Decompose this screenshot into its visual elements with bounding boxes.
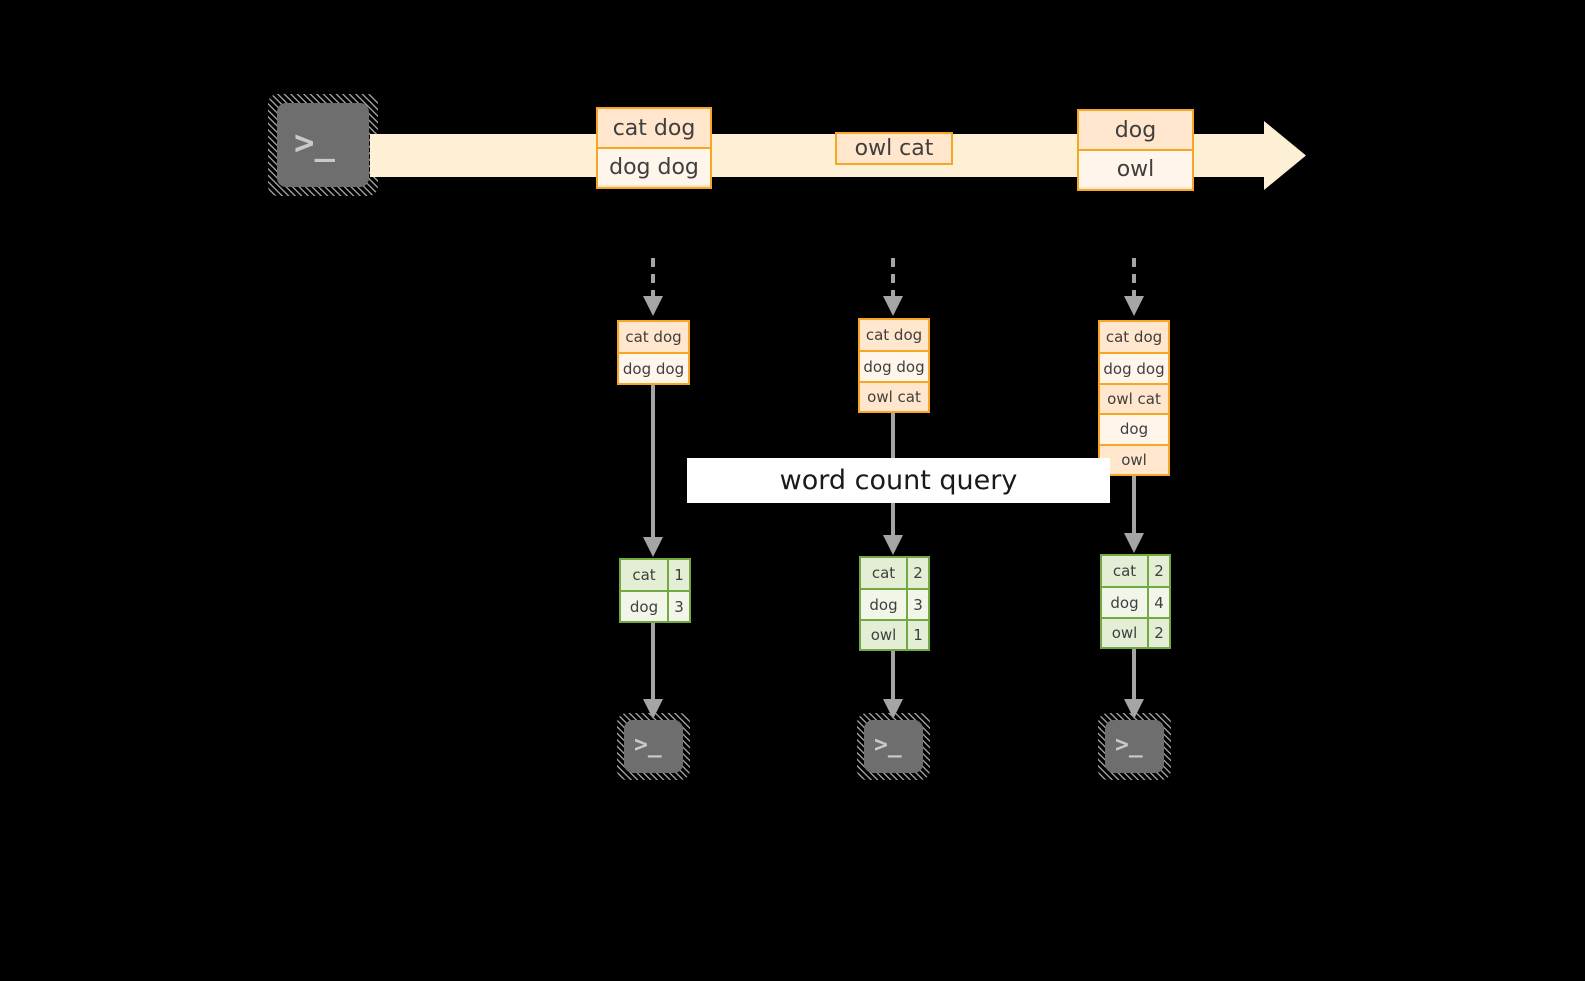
buffer-to-result-connector-1: [651, 385, 655, 537]
stream-to-buffer-connector-3: [1132, 258, 1136, 296]
result-row: dog 4: [1102, 586, 1169, 617]
result-count: 3: [906, 590, 928, 619]
sink-terminal-icon-2[interactable]: >_: [857, 713, 930, 780]
terminal-face: [1105, 720, 1164, 773]
buffer-to-result-arrowhead-3: [1124, 533, 1144, 553]
stream-event-box-1[interactable]: cat dog dog dog: [596, 107, 712, 189]
result-to-sink-connector-2: [891, 651, 895, 699]
buffer-row: owl: [1100, 443, 1168, 474]
buffer-row: cat dog: [625, 328, 682, 347]
result-word: dog: [861, 590, 906, 619]
result-table-1[interactable]: cat 1 dog 3: [619, 558, 691, 623]
stream-event-line: owl: [1079, 149, 1192, 187]
result-word: dog: [621, 592, 667, 621]
buffer-row: cat dog: [865, 326, 923, 345]
buffer-box-3[interactable]: cat dog dog dog owl cat dog owl: [1098, 320, 1170, 476]
result-row: cat 1: [621, 560, 689, 591]
result-table-3[interactable]: cat 2 dog 4 owl 2: [1100, 554, 1171, 649]
buffer-row: cat dog: [1105, 328, 1163, 347]
result-word: owl: [861, 620, 906, 650]
stream-event-line: owl cat: [854, 136, 934, 161]
result-count: 2: [1147, 618, 1169, 648]
buffer-row: dog dog: [619, 352, 688, 383]
result-to-sink-connector-1: [651, 623, 655, 699]
buffer-row: owl cat: [860, 380, 928, 411]
buffer-to-result-arrowhead-2: [883, 535, 903, 555]
stream-event-line: dog dog: [598, 147, 710, 185]
terminal-prompt-glyph: >_: [634, 732, 662, 758]
result-row: owl 1: [861, 618, 928, 650]
stream-to-buffer-arrowhead-3: [1124, 296, 1144, 316]
sink-terminal-icon-1[interactable]: >_: [617, 713, 690, 780]
terminal-prompt-glyph: >_: [874, 732, 902, 758]
stream-to-buffer-connector-2: [891, 258, 895, 296]
stream-to-buffer-connector-1: [651, 258, 655, 296]
result-count: 2: [1147, 556, 1169, 587]
buffer-to-result-arrowhead-1: [643, 537, 663, 557]
result-word: dog: [1102, 588, 1147, 617]
result-word: cat: [621, 560, 667, 591]
result-count: 1: [667, 560, 689, 591]
result-row: dog 3: [621, 590, 689, 621]
stream-event-box-3[interactable]: dog owl: [1077, 109, 1194, 191]
stream-event-box-2[interactable]: owl cat: [835, 132, 953, 165]
result-row: dog 3: [861, 588, 928, 619]
buffer-row: dog: [1100, 413, 1168, 444]
buffer-box-2[interactable]: cat dog dog dog owl cat: [858, 318, 930, 413]
terminal-prompt-glyph: >_: [294, 123, 335, 163]
query-label: word count query: [687, 458, 1110, 503]
stream-to-buffer-arrowhead-2: [883, 296, 903, 316]
terminal-face: [624, 720, 683, 773]
result-row: cat 2: [1102, 556, 1169, 587]
buffer-row: owl cat: [1100, 382, 1168, 413]
result-count: 2: [906, 558, 928, 589]
result-count: 1: [906, 620, 928, 650]
result-count: 3: [667, 592, 689, 621]
source-terminal-icon[interactable]: >_: [268, 94, 378, 196]
result-row: cat 2: [861, 558, 928, 589]
result-word: cat: [861, 558, 906, 589]
result-table-2[interactable]: cat 2 dog 3 owl 1: [859, 556, 930, 651]
buffer-row: dog dog: [860, 350, 928, 381]
stream-event-line: dog: [1114, 117, 1157, 143]
result-to-sink-connector-3: [1132, 649, 1136, 699]
result-word: owl: [1102, 618, 1147, 648]
buffer-box-1[interactable]: cat dog dog dog: [617, 320, 690, 385]
stream-arrow-head-icon: [1264, 121, 1306, 190]
result-row: owl 2: [1102, 616, 1169, 648]
buffer-row: dog dog: [1100, 352, 1168, 383]
buffer-to-result-connector-3: [1132, 476, 1136, 533]
terminal-prompt-glyph: >_: [1115, 732, 1143, 758]
stream-event-line: cat dog: [612, 115, 696, 141]
stream-to-buffer-arrowhead-1: [643, 296, 663, 316]
terminal-face: [864, 720, 923, 773]
sink-terminal-icon-3[interactable]: >_: [1098, 713, 1171, 780]
terminal-face: [277, 103, 369, 187]
result-word: cat: [1102, 556, 1147, 587]
result-count: 4: [1147, 588, 1169, 617]
